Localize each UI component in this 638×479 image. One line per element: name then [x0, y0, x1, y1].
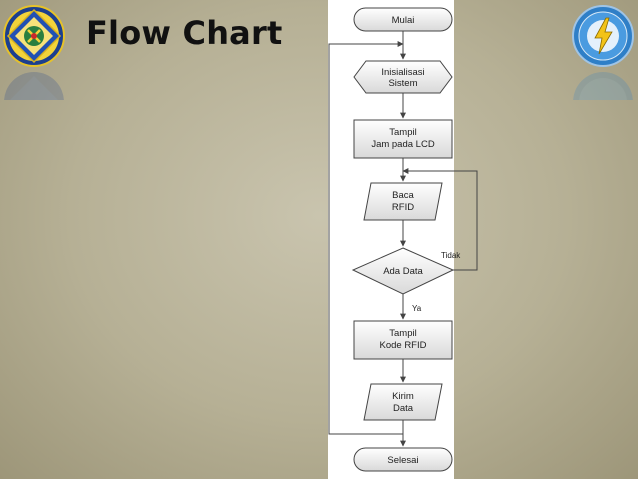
- node-show-clock-label-line2: Jam pada LCD: [371, 139, 435, 150]
- node-send-data-label-line1: Kirim: [392, 391, 414, 402]
- edge-label-yes: Ya: [412, 304, 422, 313]
- node-init-label-line2: Sistem: [388, 78, 417, 89]
- slide-title: Flow Chart: [86, 14, 283, 52]
- node-start-shape: [353, 7, 453, 32]
- electrical-department-emblem-reflection: [571, 70, 635, 100]
- node-show-code-label-line2: Kode RFID: [380, 340, 427, 351]
- node-read-rfid-label-line2: RFID: [392, 202, 414, 213]
- node-show-clock-shape: [353, 119, 453, 159]
- university-emblem-icon: [3, 5, 65, 67]
- node-show-clock-label-line1: Tampil: [389, 127, 416, 138]
- node-show-code-label-line1: Tampil: [389, 328, 416, 339]
- node-send-data-shape: [363, 383, 443, 421]
- node-show-code-shape: [353, 320, 453, 360]
- node-end-label: Selesai: [387, 455, 418, 466]
- node-read-rfid-label-line1: Baca: [392, 190, 414, 201]
- node-decision-shape: [351, 247, 455, 295]
- node-end-shape: [353, 447, 453, 472]
- node-decision-label: Ada Data: [383, 266, 423, 277]
- node-read-rfid-shape: [363, 182, 443, 221]
- edge-decision-read-rfid-loop: [402, 168, 478, 271]
- electrical-department-emblem-icon: [572, 5, 634, 67]
- node-send-data-label-line2: Data: [393, 403, 414, 414]
- node-init-shape: [353, 60, 453, 94]
- edge-label-no: Tidak: [441, 251, 461, 260]
- edge-send-data-init-loop: [328, 41, 404, 435]
- university-emblem-reflection: [2, 70, 66, 100]
- node-start-label: Mulai: [392, 15, 415, 26]
- flowchart: Mulai Inisialisasi Sistem Tampil Jam pad…: [328, 7, 478, 472]
- node-init-label-line1: Inisialisasi: [381, 67, 424, 78]
